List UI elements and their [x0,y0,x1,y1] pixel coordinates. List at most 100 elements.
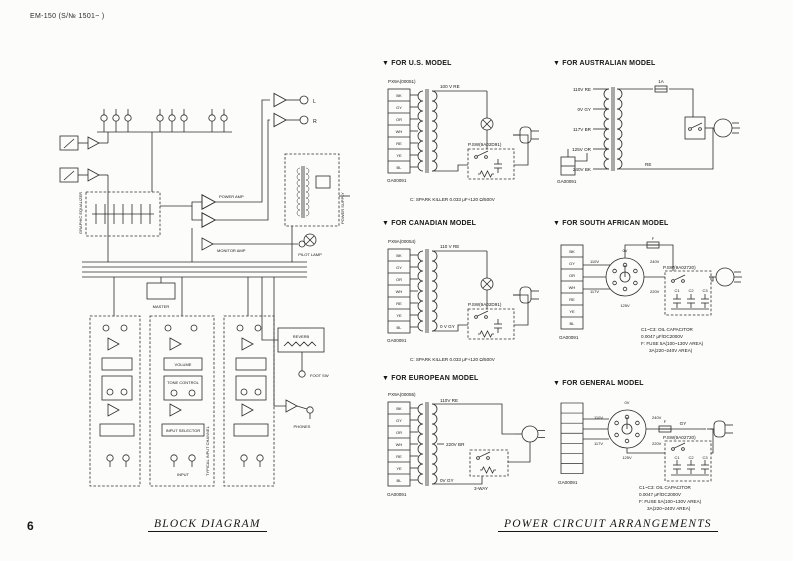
voltage-selector-icon [607,409,647,449]
pilot-lamp-icon [303,233,317,247]
power-switch [684,116,706,140]
cap1-label: C1 [674,288,680,293]
switch-icon [476,451,491,460]
circuit-european-model: ▼ FOR EUROPEAN MODEL PX9A(00055) BK GY O… [382,375,550,509]
fuse-label: 1A [658,79,665,84]
resistor-icon [477,330,495,338]
pilot-lamp-label: PILOT LAMP [298,252,322,257]
transformer-icon [417,89,438,173]
pilot-lamp-icon [480,277,494,291]
svg-text:F: FUSE 5A(100~130V AREA): F: FUSE 5A(100~130V AREA) [641,341,704,346]
plug-type-note: 3-WAY [474,486,488,491]
typical-channel-label: TYPICAL INPUT CHANNEL [205,425,210,476]
svg-text:C1~C3: OIL CAPACITOR: C1~C3: OIL CAPACITOR [639,485,692,490]
capacitor-icon [493,318,503,334]
circuit-title-general: ▼ FOR GENERAL MODEL [553,380,644,387]
svg-text:0V: 0V [623,248,628,253]
svg-text:RE: RE [396,141,402,146]
block-diagram-schematic: L R GRAPHIC EQUALIZER [59,92,350,487]
connector-label: GA00091 [387,178,407,183]
svg-text:BK: BK [569,249,575,254]
connector-label: GA00091 [557,179,577,184]
svg-text:3A(220~240V AREA): 3A(220~240V AREA) [649,348,693,353]
svg-text:WH: WH [569,285,576,290]
model-serial-note: EM-150 (S/№ 1501~ ) [30,13,105,20]
svg-text:GY: GY [396,265,402,270]
page-number: 6 [27,519,34,533]
svg-text:WH: WH [396,129,403,134]
switch-label: P.SW(9A02D91) [468,302,502,307]
power-amp-label: POWER AMP [219,194,244,199]
svg-text:YE: YE [396,466,402,471]
svg-text:0.0047 μF/DC2000V: 0.0047 μF/DC2000V [639,492,682,497]
svg-text:110V RE: 110V RE [573,87,591,92]
svg-text:YE: YE [396,313,402,318]
transformer-part-label: PX9A(00051) [388,79,416,84]
channel-strip-typical [161,324,205,468]
connector-label: GA00091 [387,492,407,497]
primary-top-label: 110 V RE [440,244,459,249]
svg-text:F: FUSE 5A(100~130V AREA): F: FUSE 5A(100~130V AREA) [639,499,702,504]
block-diagram: L R GRAPHIC EQUALIZER [52,76,350,514]
circuit-title-canadian: ▼ FOR CANADIAN MODEL [382,220,477,227]
block-diagram-caption: BLOCK DIAGRAM [148,518,267,532]
svg-text:BK: BK [396,406,402,411]
circuit-us-model: ▼ FOR U.S. MODEL PX9A(00051) 100 V RE BK… [382,60,550,209]
power-transformer-icon [291,166,350,262]
circuit-australian-model: ▼ FOR AUSTRALIAN MODEL 110V RE 0V GY 117… [553,60,745,189]
circuit-south-african-model: ▼ FOR SOUTH AFRICAN MODEL BK GY OR WH RE… [553,220,745,371]
selector-tap-labels: 0V 110V 117V 125V 220V 240V [590,248,660,308]
wire-color-label: GY [680,421,687,426]
cap3-label: C3 [702,288,708,293]
strip-tap-labels: BK GY OR WH RE YE BL [396,93,403,170]
svg-text:240V BK: 240V BK [573,167,592,172]
channel-strip-boxes [89,277,275,487]
wires [567,88,714,170]
wire-color-label: RE [645,162,651,167]
general-schematic: 0V 110V 117V 125V 220V 240V GY F P.SW(9A… [558,400,734,511]
power-plug-icon [708,267,743,287]
connector-strip-icon [560,402,584,474]
component-notes: C1~C3: OIL CAPACITOR 0.0047 μF/DC2000V F… [639,485,702,511]
svg-text:125V OR: 125V OR [572,147,592,152]
canadian-schematic: PX9A(00054) 110 V RE 0 V GY BK GY OR WH … [387,239,540,362]
us-schematic: PX9A(00051) 100 V RE BK GY OR WH RE YE B… [387,79,540,202]
svg-text:BL: BL [397,478,403,483]
tap-0v-label: 0V GY [440,478,454,483]
svg-text:OR: OR [569,273,575,278]
svg-text:GY: GY [396,418,402,423]
master-label: MASTER [153,304,170,309]
australian-schematic: 110V RE 0V GY 117V BR 125V OR 240V BK 1 [557,79,741,184]
circuit-title-european: ▼ FOR EUROPEAN MODEL [382,375,479,382]
spark-killer-note: C: SPARK KILLER 0.033 μF+120 Ω/500V [410,357,496,362]
transformer-part-label: PX9A(00054) [388,239,416,244]
switch-icon [671,442,686,451]
svg-text:BL: BL [397,325,403,330]
cap1-label: C1 [674,455,680,460]
svg-text:117V: 117V [594,441,603,446]
transformer-icon [417,249,438,333]
circuit-title-south-african: ▼ FOR SOUTH AFRICAN MODEL [553,220,669,227]
strip-tap-labels: BK GY OR WH RE YE BL [396,406,403,483]
pilot-lamp-icon [480,117,494,131]
tone-control-label: TONE CONTROL [167,380,199,385]
switch-icon [474,310,489,319]
wires-mid [160,99,306,262]
switch-box [664,270,712,316]
reverb-spring-icon [261,277,317,347]
equalizer-slider-icons [92,204,154,224]
graphic-equalizer-label: GRAPHIC EQUALIZER [78,192,83,234]
phones-label: PHONES [294,424,311,429]
power-supply-box [284,153,340,227]
fuse-icon [654,85,668,93]
svg-text:C1~C3: OIL CAPACITOR: C1~C3: OIL CAPACITOR [641,327,694,332]
cap2-label: C2 [688,288,694,293]
capacitor-icon [493,158,503,174]
power-supply-label: POWER SUPPLY [340,192,345,224]
south-african-schematic: BK GY OR WH RE YE BL 0V 110V 117V 125V 2… [559,236,743,353]
svg-text:OR: OR [396,430,402,435]
cap3-label: C3 [702,455,708,460]
power-circuit-caption: POWER CIRCUIT ARRANGEMENTS [498,518,718,532]
svg-text:OR: OR [396,277,402,282]
transformer-icon [603,87,623,171]
